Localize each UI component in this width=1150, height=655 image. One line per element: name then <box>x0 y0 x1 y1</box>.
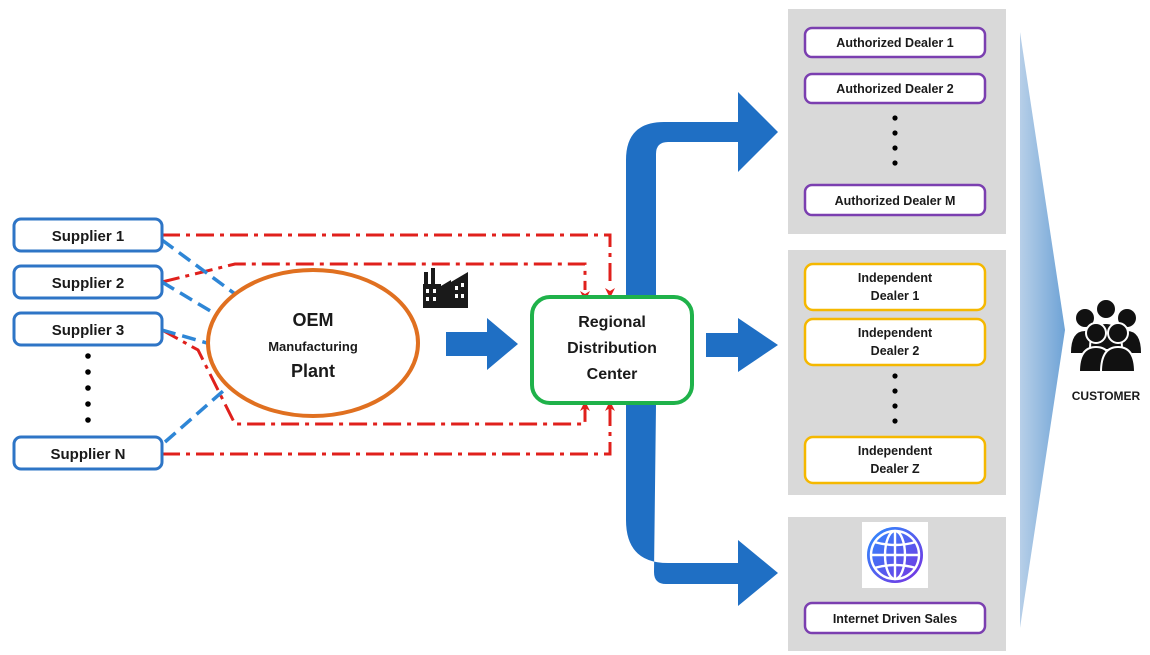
supplier-label: Supplier N <box>50 446 125 463</box>
dealer-label-line1: Independent <box>858 326 933 340</box>
dot <box>892 145 898 151</box>
factory-icon <box>423 268 468 308</box>
material-line-supplier3 <box>161 328 216 348</box>
independent-dealer-1[interactable]: Independent Dealer 1 <box>803 262 987 312</box>
dealer-label: Authorized Dealer M <box>835 194 956 208</box>
people-group-icon <box>1071 298 1141 373</box>
dealer-label-line2: Dealer Z <box>870 462 920 476</box>
info-line-supplier3 <box>161 328 587 426</box>
material-line-suppliern <box>163 376 240 444</box>
material-line-supplier2 <box>161 280 224 320</box>
center-to-internet-arrow <box>626 405 778 606</box>
information-flow-lines <box>161 233 612 456</box>
dealer-label-line1: Independent <box>858 271 933 285</box>
oem-label-line2: Manufacturing <box>268 339 358 354</box>
dealer-label-line2: Dealer 2 <box>871 344 920 358</box>
supplier-box-1[interactable]: Supplier 1 <box>12 217 164 253</box>
info-arrowhead <box>580 401 590 411</box>
dealer-label: Authorized Dealer 2 <box>836 82 953 96</box>
info-line-supplier2 <box>161 262 587 290</box>
supplier-box-n[interactable]: Supplier N <box>12 435 164 471</box>
info-arrowhead <box>605 288 615 298</box>
dot <box>892 418 898 424</box>
dot <box>892 403 898 409</box>
oem-label-line3: Plant <box>291 361 335 381</box>
dealer-label-line1: Independent <box>858 444 933 458</box>
authorized-dealer-2[interactable]: Authorized Dealer 2 <box>803 72 987 105</box>
dot <box>892 160 898 166</box>
supplier-label: Supplier 1 <box>52 228 125 245</box>
oem-to-center-arrow <box>446 318 518 370</box>
supplier-label: Supplier 3 <box>52 322 125 339</box>
center-to-independent-arrow <box>706 318 778 372</box>
oem-label-line1: OEM <box>292 310 333 330</box>
customer-label: CUSTOMER <box>1072 389 1141 403</box>
dot <box>85 401 91 407</box>
dot <box>892 388 898 394</box>
center-label-line2: Distribution <box>567 340 657 357</box>
dot <box>85 369 91 375</box>
info-line-supplier1 <box>162 233 612 287</box>
globe-icon <box>862 522 928 588</box>
customer-flow-arrow <box>1020 32 1065 628</box>
oem-plant-node[interactable]: OEM Manufacturing Plant <box>206 268 420 418</box>
center-label-line3: Center <box>587 366 638 383</box>
center-label-line1: Regional <box>578 314 646 331</box>
independent-dealer-2[interactable]: Independent Dealer 2 <box>803 317 987 367</box>
dealer-label: Authorized Dealer 1 <box>836 36 953 50</box>
authorized-dealer-1[interactable]: Authorized Dealer 1 <box>803 26 987 59</box>
dot <box>85 385 91 391</box>
authorized-dealer-m[interactable]: Authorized Dealer M <box>803 183 987 217</box>
supplier-box-3[interactable]: Supplier 3 <box>12 311 164 347</box>
dot <box>85 353 91 359</box>
dot <box>892 130 898 136</box>
dealer-label-line2: Dealer 1 <box>871 289 920 303</box>
dot <box>892 373 898 379</box>
supplier-label: Supplier 2 <box>52 275 125 292</box>
authorized-ellipsis-dots <box>892 115 898 166</box>
info-line-suppliern <box>162 402 612 456</box>
distribution-center-node[interactable]: Regional Distribution Center <box>530 295 694 405</box>
internet-sales-label: Internet Driven Sales <box>833 612 957 626</box>
supplier-box-2[interactable]: Supplier 2 <box>12 264 164 300</box>
supplier-ellipsis-dots <box>85 353 91 423</box>
independent-dealer-z[interactable]: Independent Dealer Z <box>803 435 987 485</box>
center-to-authorized-arrow <box>626 92 778 296</box>
independent-ellipsis-dots <box>892 373 898 424</box>
internet-sales-box[interactable]: Internet Driven Sales <box>803 601 987 635</box>
dot <box>85 417 91 423</box>
dot <box>892 115 898 121</box>
info-arrowhead <box>605 401 615 411</box>
